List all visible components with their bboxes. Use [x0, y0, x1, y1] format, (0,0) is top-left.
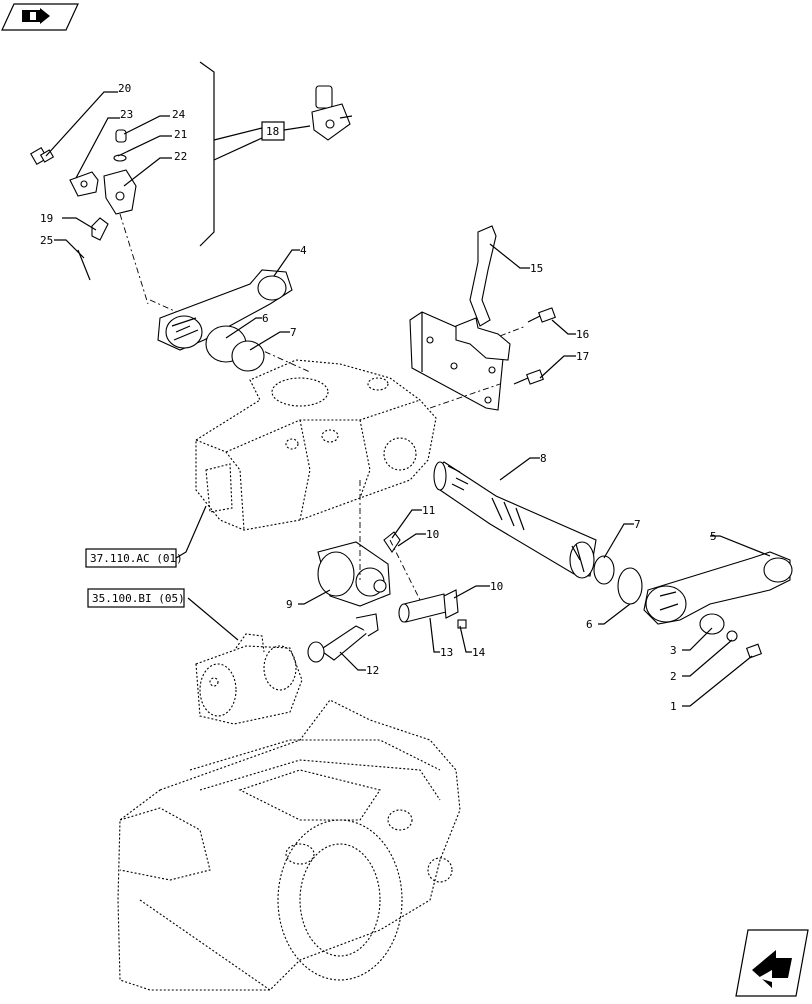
lift-arm-part — [157, 269, 293, 351]
callout-5: 5 — [710, 530, 717, 543]
o-ring-part — [113, 154, 127, 162]
shaft-part — [433, 461, 597, 579]
piston-rod-part — [307, 613, 379, 663]
next-page-arrow-icon[interactable] — [735, 929, 809, 997]
callout-18-box[interactable]: 18 — [261, 121, 285, 141]
callout-11: 11 — [422, 504, 435, 517]
bolt-1-part — [745, 643, 763, 659]
callout-1: 1 — [670, 700, 677, 713]
fitting-11-part — [383, 531, 401, 553]
callout-15: 15 — [530, 262, 543, 275]
cylinder-part — [317, 541, 391, 607]
callout-9: 9 — [286, 598, 293, 611]
callout-3: 3 — [670, 644, 677, 657]
washer-2-part — [726, 630, 738, 642]
callout-24: 24 — [172, 108, 186, 121]
reference-label-1: 37.110.AC (01) — [90, 552, 183, 565]
bushing-part — [115, 129, 127, 143]
bracket-plate-part — [409, 225, 511, 411]
callout-6-lower: 6 — [586, 618, 593, 631]
reference-label-2: 35.100.BI (05) — [92, 592, 185, 605]
reference-link-2[interactable]: 35.100.BI (05) — [87, 588, 185, 608]
callout-leaders — [45, 91, 771, 707]
callout-8: 8 — [540, 452, 547, 465]
seal-part — [231, 340, 265, 372]
callout-10-lower: 10 — [490, 580, 503, 593]
bolt-14-part — [457, 619, 467, 629]
callout-2: 2 — [670, 670, 677, 683]
book-arrow-icon[interactable] — [1, 3, 79, 31]
callout-10-upper: 10 — [426, 528, 439, 541]
bolt-part — [30, 147, 55, 165]
washer-3-part — [699, 613, 725, 635]
lift-arm-right-part — [643, 551, 793, 625]
callout-17: 17 — [576, 350, 589, 363]
pin-part — [77, 249, 91, 281]
callout-19: 19 — [40, 212, 53, 225]
reference-link-1[interactable]: 37.110.AC (01) — [85, 548, 183, 568]
callout-25: 25 — [40, 234, 53, 247]
sensor-assembly-part — [311, 85, 353, 141]
bolt-17-part — [513, 369, 544, 385]
callout-21: 21 — [174, 128, 187, 141]
callout-7-lower: 7 — [634, 518, 641, 531]
callout-23: 23 — [120, 108, 133, 121]
callout-12: 12 — [366, 664, 379, 677]
callout-13: 13 — [440, 646, 453, 659]
cam-plate-part — [103, 169, 137, 215]
callout-14: 14 — [472, 646, 486, 659]
group-bracket — [199, 61, 311, 247]
fitting-part — [91, 217, 109, 241]
transmission-case — [117, 699, 461, 991]
lever-part — [69, 171, 99, 197]
callout-labels: 20 23 24 21 22 19 25 4 15 16 17 6 7 8 11… — [40, 82, 717, 713]
callout-6-upper: 6 — [262, 312, 269, 325]
callout-20: 20 — [118, 82, 131, 95]
callout-4: 4 — [300, 244, 307, 257]
pin-13-part — [398, 589, 459, 623]
bolt-16-part — [527, 307, 556, 323]
seal-lower-part — [593, 555, 615, 585]
callout-18: 18 — [266, 125, 279, 138]
callout-16: 16 — [576, 328, 589, 341]
callout-22: 22 — [174, 150, 187, 163]
lift-housing — [195, 359, 437, 531]
washer-lower-part — [617, 567, 643, 605]
callout-7-upper: 7 — [290, 326, 297, 339]
pump-assembly — [195, 633, 303, 725]
